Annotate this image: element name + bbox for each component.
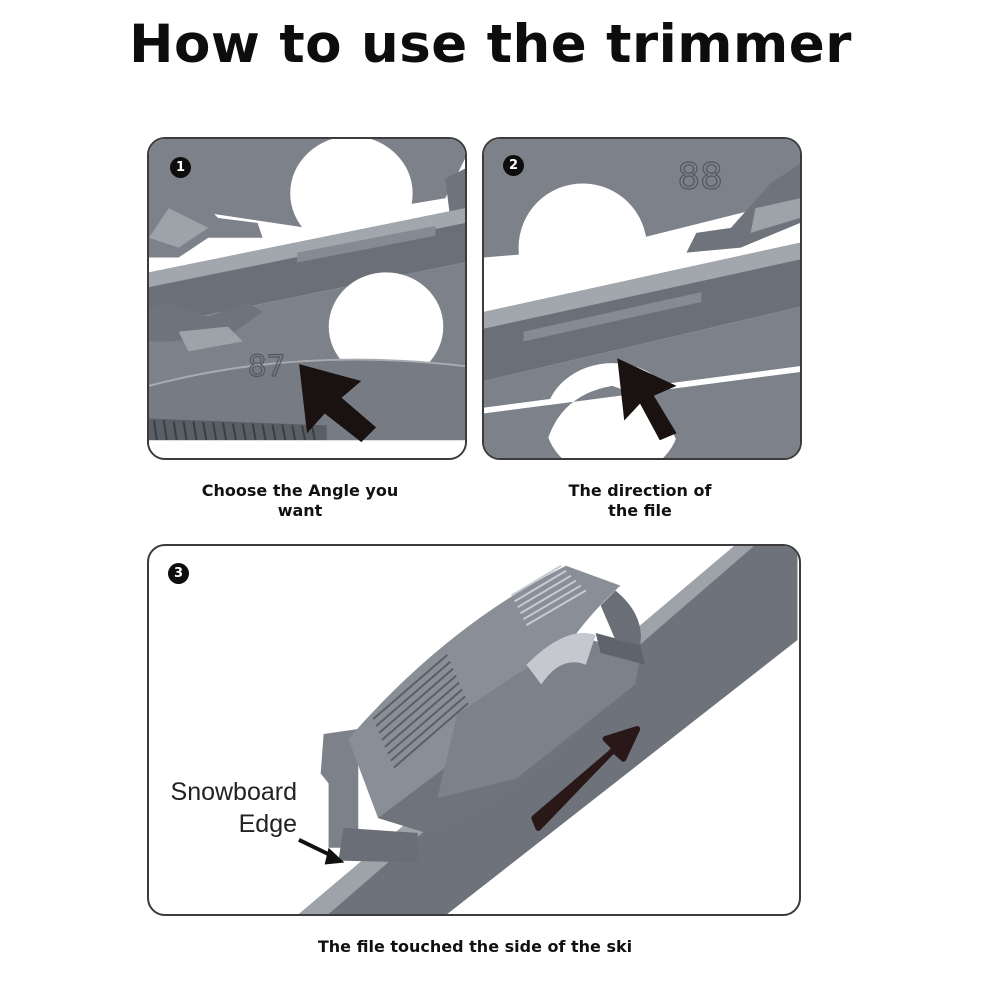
step-2-illustration: 88: [484, 139, 800, 458]
pointer-arrow-icon: [299, 364, 377, 443]
step-3-badge: 3: [168, 563, 189, 584]
step-1-illustration: 87: [149, 139, 465, 458]
step-1-panel: 87 1: [147, 137, 467, 460]
snowboard-edge-label-line2: Edge: [238, 810, 297, 838]
step-1-caption-line2: want: [277, 501, 323, 520]
snowboard-edge-label: Snowboard: [170, 778, 297, 806]
step-1-caption-line1: Choose the Angle you: [201, 481, 399, 500]
step-3-caption: The file touched the side of the ski: [317, 937, 633, 956]
direction-arrow-icon: [531, 726, 641, 831]
angle-mark-88: 88: [678, 156, 723, 197]
step-1-caption: Choose the Angle you want: [180, 481, 420, 521]
step-3-illustration: [298, 546, 798, 914]
step-2-caption: The direction of the file: [520, 481, 760, 521]
step-2-panel: 88 2: [482, 137, 802, 460]
step-1-badge: 1: [170, 157, 191, 178]
step-2-badge: 2: [503, 155, 524, 176]
edge-pointer-arrow-icon: [298, 838, 345, 865]
pointer-arrow-icon: [617, 358, 677, 441]
step-2-caption-line2: the file: [608, 501, 672, 520]
page-title: How to use the trimmer: [129, 14, 852, 75]
step-2-caption-line1: The direction of: [568, 481, 712, 500]
angle-mark-87: 87: [248, 349, 286, 383]
step-3-panel: 3: [147, 544, 801, 916]
